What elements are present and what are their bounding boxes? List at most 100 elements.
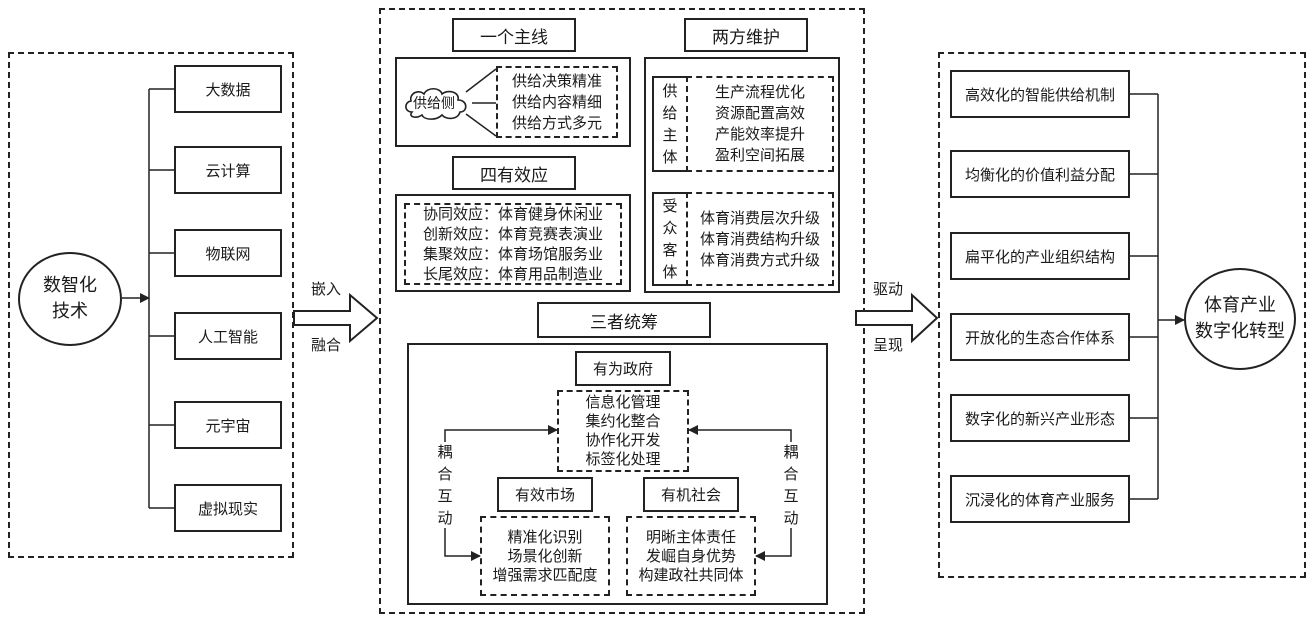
supply-subject-item: 盈利空间拓展 <box>714 146 805 164</box>
right-panel <box>938 52 1306 578</box>
outcome-label: 扁平化的产业组织结构 <box>964 247 1115 266</box>
source-circle: 数智化 技术 <box>18 252 122 346</box>
outcome-box: 高效化的智能供给机制 <box>950 70 1130 118</box>
tech-box-ai: 人工智能 <box>174 312 282 360</box>
source-circle-line-1: 数智化 <box>43 275 97 296</box>
audience-object-item: 体育消费层次升级 <box>699 208 820 227</box>
audience-object-item: 体育消费结构升级 <box>699 229 820 248</box>
outcome-label: 沉浸化的体育产业服务 <box>964 490 1115 509</box>
outcome-box: 扁平化的产业组织结构 <box>950 232 1130 280</box>
target-circle-line-1: 体育产业 <box>1204 295 1276 316</box>
government-title-text: 有为政府 <box>592 360 653 378</box>
market-item: 场景化创新 <box>507 546 583 565</box>
effect-item: 集聚效应：体育场馆服务业 <box>422 245 603 263</box>
effect-item: 协同效应：体育健身休闲业 <box>422 205 603 223</box>
cloud-label: 供给侧 <box>413 96 455 112</box>
tech-label: 云计算 <box>205 161 251 180</box>
arrow-left-top-label: 嵌入 <box>311 280 342 298</box>
market-items: 精准化识别 场景化创新 增强需求匹配度 <box>480 516 610 596</box>
four-effects-title: 四有效应 <box>452 156 576 190</box>
tech-box-metaverse: 元宇宙 <box>174 401 282 449</box>
audience-object-char: 众 <box>662 219 678 237</box>
society-item: 构建政社共同体 <box>638 565 744 584</box>
outcome-label: 均衡化的价值利益分配 <box>964 165 1115 184</box>
coupling-char: 动 <box>783 509 799 527</box>
outcome-box: 沉浸化的体育产业服务 <box>950 475 1130 523</box>
tech-label: 元宇宙 <box>205 416 251 435</box>
government-item: 集约化整合 <box>585 412 661 430</box>
supply-subject-items: 生产流程优化 资源配置高效 产能效率提升 盈利空间拓展 <box>686 76 834 172</box>
cloud-icon <box>405 87 467 120</box>
government-item: 信息化管理 <box>585 393 661 411</box>
market-title-text: 有效市场 <box>514 486 575 504</box>
supply-subject-label-box <box>652 76 688 172</box>
coupling-char: 互 <box>783 487 799 505</box>
main-line-item: 供给内容精细 <box>511 92 602 111</box>
effect-item: 长尾效应：体育用品制造业 <box>422 265 603 283</box>
supply-subject-item: 生产流程优化 <box>714 83 805 101</box>
government-items: 信息化管理 集约化整合 协作化开发 标签化处理 <box>557 390 689 472</box>
supply-subject-label: 供 给 主 体 <box>654 78 686 170</box>
main-line-title-text: 一个主线 <box>480 27 548 48</box>
tech-box-vr: 虚拟现实 <box>174 484 282 532</box>
government-item: 协作化开发 <box>585 431 661 449</box>
effect-item: 创新效应：体育竞赛表演业 <box>422 225 603 243</box>
tech-label: 大数据 <box>205 80 251 99</box>
supply-subject-char: 供 <box>662 82 678 100</box>
society-title-text: 有机社会 <box>660 486 721 504</box>
audience-object-char: 体 <box>662 263 678 281</box>
government-title: 有为政府 <box>575 351 671 386</box>
main-line-item: 供给决策精准 <box>511 71 602 90</box>
outcome-label: 数字化的新兴产业形态 <box>964 409 1115 428</box>
outcome-box: 开放化的生态合作体系 <box>950 313 1130 361</box>
coupling-char: 合 <box>783 465 799 483</box>
supply-side-cloud: 供给侧 <box>402 84 472 122</box>
outcome-box: 数字化的新兴产业形态 <box>950 394 1130 442</box>
outcome-label: 开放化的生态合作体系 <box>964 328 1115 347</box>
three-coordination-title-text: 三者统筹 <box>590 312 658 333</box>
coupling-char: 互 <box>437 487 453 505</box>
main-line-item: 供给方式多元 <box>511 113 602 132</box>
four-effects-title-text: 四有效应 <box>480 165 548 186</box>
audience-object-label-box <box>652 192 688 286</box>
audience-object-label: 受 众 客 体 <box>654 194 686 284</box>
three-coordination-title: 三者统筹 <box>537 302 711 338</box>
market-item: 精准化识别 <box>507 527 583 546</box>
market-item: 增强需求匹配度 <box>492 565 598 584</box>
outcome-box: 均衡化的价值利益分配 <box>950 150 1130 198</box>
main-line-box <box>395 57 631 147</box>
society-item: 明晰主体责任 <box>645 527 736 546</box>
source-circle-line-2: 技术 <box>52 301 88 322</box>
four-effects-box <box>395 194 631 292</box>
society-items: 明晰主体责任 发崛自身优势 构建政社共同体 <box>626 516 756 596</box>
market-title: 有效市场 <box>497 477 593 512</box>
main-line-title: 一个主线 <box>452 18 576 52</box>
arrow-right-bottom-label: 呈现 <box>873 336 904 354</box>
supply-subject-char: 主 <box>662 126 678 144</box>
tech-label: 虚拟现实 <box>197 499 258 518</box>
coupling-char: 耦 <box>783 443 799 461</box>
coupling-char: 合 <box>437 465 453 483</box>
arrow-right-top-label: 驱动 <box>873 280 904 298</box>
tech-label: 物联网 <box>205 244 251 263</box>
three-coordination-box <box>407 343 828 605</box>
coupling-left-label: 耦 合 互 动 <box>434 442 456 528</box>
audience-object-char: 受 <box>662 197 678 215</box>
target-circle: 体育产业 数字化转型 <box>1184 268 1296 370</box>
society-title: 有机社会 <box>643 477 739 512</box>
tech-box-big-data: 大数据 <box>174 65 282 113</box>
arrow-left-bottom-label: 融合 <box>311 336 342 354</box>
two-maintain-title: 两方维护 <box>684 18 808 52</box>
tech-box-iot: 物联网 <box>174 229 282 277</box>
society-item: 发崛自身优势 <box>645 546 736 565</box>
outcome-label: 高效化的智能供给机制 <box>964 85 1115 104</box>
supply-subject-char: 体 <box>662 148 678 166</box>
coupling-char: 动 <box>437 509 453 527</box>
four-effects-items: 协同效应：体育健身休闲业 创新效应：体育竞赛表演业 集聚效应：体育场馆服务业 长… <box>404 203 622 285</box>
audience-object-char: 客 <box>662 241 678 259</box>
tech-label: 人工智能 <box>197 327 258 346</box>
target-circle-line-2: 数字化转型 <box>1195 321 1285 342</box>
coupling-right-label: 耦 合 互 动 <box>780 442 802 528</box>
tech-box-cloud: 云计算 <box>174 146 282 194</box>
supply-subject-item: 资源配置高效 <box>714 104 805 122</box>
